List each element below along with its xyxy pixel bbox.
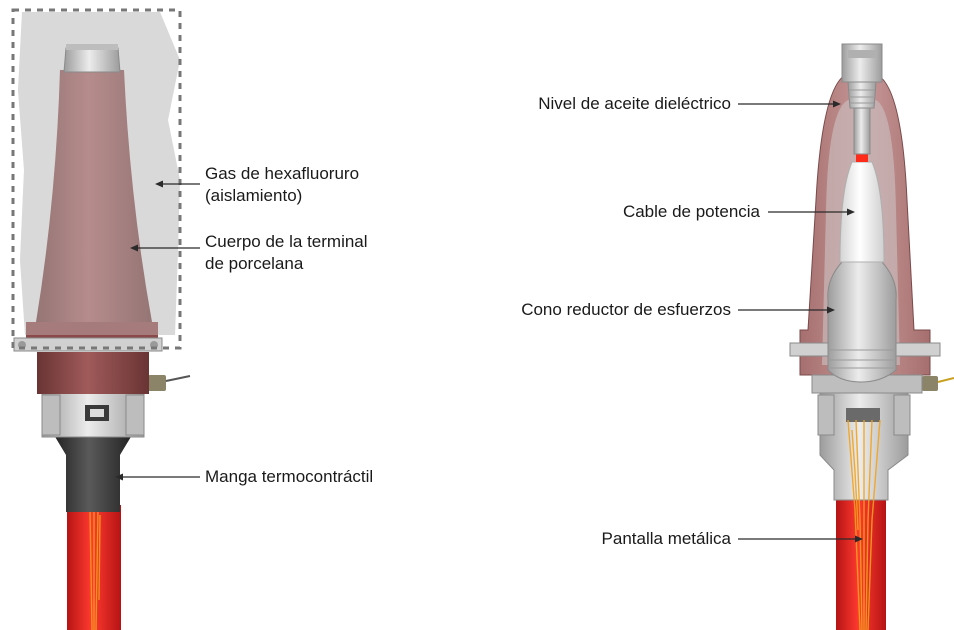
right-conductor-stem [853,107,871,155]
leader-screen [738,535,863,543]
leader-cable [768,208,855,216]
label-oil: Nivel de aceite dieléctrico [538,94,731,113]
left-top-cap [63,47,121,73]
left-heat-shrink-sleeve [54,435,132,512]
left-gas-envelope-front [18,12,180,335]
left-porcelain-body [36,70,152,322]
right-stress-cone-ribs [828,349,896,369]
left-base-bracket-right [125,394,145,436]
right-valve-handle [937,377,954,383]
left-base-bracket-left [41,394,61,436]
right-top-cap [841,43,883,83]
left-valve-handle [165,375,191,382]
leader-oil [738,100,841,108]
leader-sleeve [115,473,200,481]
right-top-cap-detail [848,50,876,58]
right-cable-insulation [839,161,885,263]
label-body-line1: Cuerpo de la terminal [205,232,368,251]
left-gas-boundary [11,8,182,350]
label-sleeve: Manga termocontráctil [205,467,374,486]
label-gas: Gas de hexafluoruro [205,164,360,183]
right-connector [847,81,877,109]
leader-cone [738,306,835,314]
left-nameplate-window [90,409,104,417]
left-top-cap-rim [66,44,118,50]
label-cone: Cono reductor de esfuerzos [521,300,731,319]
leader-body [130,244,200,252]
right-base-bracket-right [893,394,911,436]
label-cable: Cable de potencia [622,202,760,221]
right-conductor-red [856,154,868,162]
left-lower-porcelain [37,352,149,394]
label-body-line2: de porcelana [205,254,304,273]
right-connector-threads [849,89,875,104]
left-valve [148,375,166,391]
leader-lines [115,100,863,543]
right-terminal-section-view [789,43,954,630]
right-nameplate [846,408,880,422]
label-screen: Pantalla metálica [601,529,731,548]
left-porcelain-collar [26,322,158,340]
leader-gas [155,180,200,188]
right-screen-strands [847,419,881,630]
right-base-bracket-left [817,394,835,436]
label-gas-note: (aislamiento) [205,186,303,205]
right-stress-cone [827,261,897,383]
left-terminal-external-view [11,8,191,630]
left-cable-strands [89,509,101,630]
right-valve [922,376,938,391]
